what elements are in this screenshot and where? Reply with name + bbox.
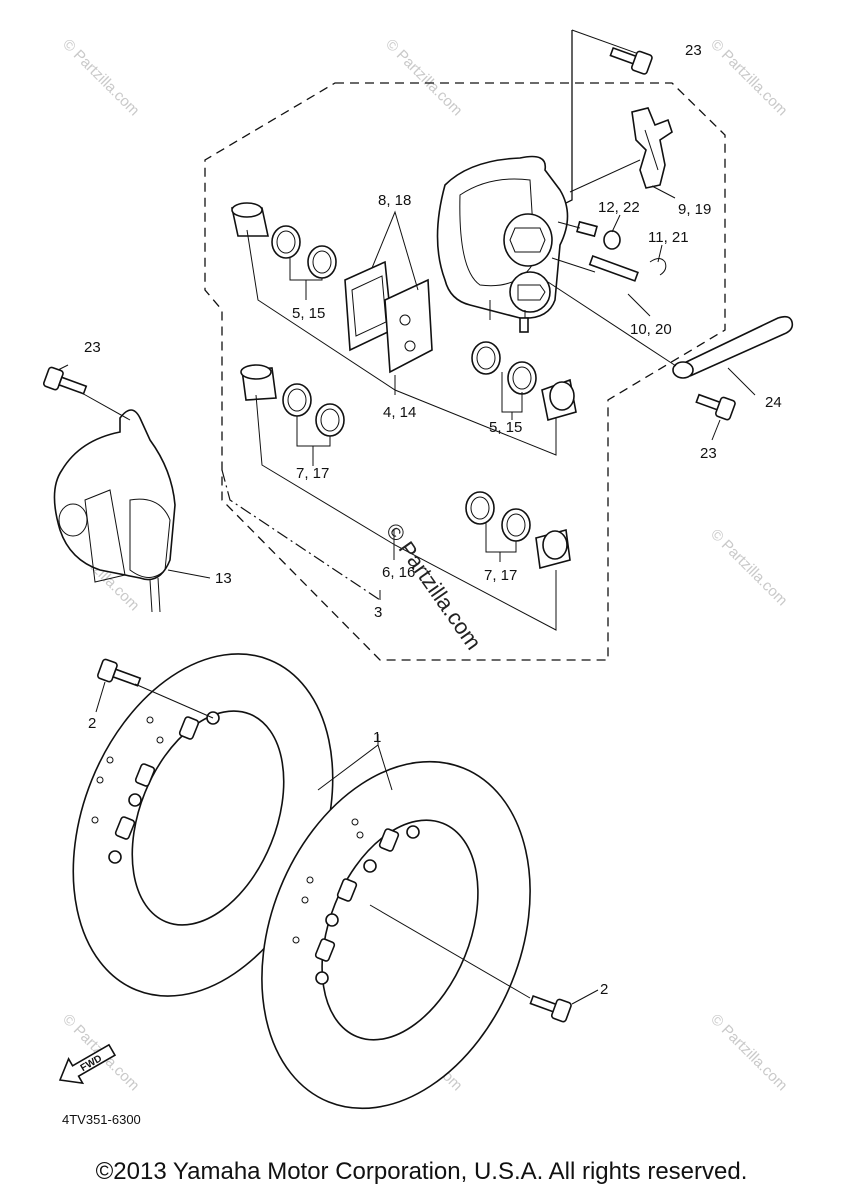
callout-label: 5, 15 [489, 419, 522, 436]
bolt-icon [609, 46, 653, 75]
leader-line [547, 281, 677, 367]
bolt-icon [96, 658, 142, 687]
watermark: © Partzilla.com [59, 36, 142, 119]
caliper-assembly-boundary [204, 82, 726, 661]
leader-line [57, 364, 69, 371]
watermark: © Partzilla.com [382, 36, 465, 119]
callout-label: 11, 21 [648, 229, 689, 246]
leader-line [571, 989, 599, 1005]
watermark: © Partzilla.com [707, 526, 790, 609]
leader-line [485, 522, 517, 553]
pad-pin-icon [588, 255, 667, 282]
brake-caliper-left [53, 409, 176, 613]
leader-line [727, 367, 756, 396]
piston-seal-icon [471, 341, 501, 375]
leader-line [371, 210, 419, 291]
fwd-label: FWD [79, 1053, 104, 1074]
callout-label: 23 [685, 42, 702, 59]
bolt-icon [529, 994, 572, 1023]
leader-line [134, 683, 214, 719]
leader-line [369, 904, 531, 999]
callout-label: 6, 16 [382, 564, 415, 581]
brake-pad-icon [384, 278, 433, 374]
bleed-screw-icon [576, 220, 621, 250]
leader-line [95, 681, 106, 713]
dust-seal-icon [315, 403, 345, 437]
callout-label: 9, 19 [678, 201, 711, 218]
callout-label: 1 [373, 729, 381, 746]
piston-icon [535, 528, 571, 570]
callout-label: 2 [600, 981, 608, 998]
callout-label: 23 [84, 339, 101, 356]
leader-line [651, 185, 676, 199]
callout-label: 4, 14 [383, 404, 416, 421]
leader-line [711, 419, 721, 441]
watermark-center: © Partzilla.com [381, 519, 487, 655]
dust-seal-icon [307, 245, 337, 279]
dust-seal-icon [501, 508, 531, 542]
brake-disc-icon [261, 760, 531, 1110]
callout-label: 3 [374, 604, 382, 621]
callout-label: 2 [88, 715, 96, 732]
callout-label: 12, 22 [598, 199, 640, 216]
leader-line [569, 159, 641, 193]
leader-line [551, 257, 596, 273]
watermark: © Partzilla.com [707, 36, 790, 119]
callout-label: 8, 18 [378, 192, 411, 209]
callout-label: 13 [215, 570, 232, 587]
bolt-icon [42, 366, 88, 395]
callout-label: 10, 20 [630, 321, 672, 338]
leader-line [611, 214, 621, 233]
callout-label: 7, 17 [484, 567, 517, 584]
part-number: 4TV351-6300 [62, 1112, 141, 1127]
leader-line [255, 394, 557, 631]
leader-line [557, 221, 581, 229]
leader-line [657, 244, 663, 263]
brake-disc-icon [72, 653, 334, 997]
copyright-notice: ©2013 Yamaha Motor Corporation, U.S.A. A… [95, 1158, 748, 1185]
leader-line [221, 469, 381, 601]
piston-seal-icon [465, 491, 495, 525]
leader-line [167, 569, 211, 579]
pad-spring-icon [631, 107, 673, 189]
dust-seal-icon [507, 361, 537, 395]
leader-line [79, 391, 131, 421]
brake-hose-icon [672, 315, 794, 379]
callout-label: 7, 17 [296, 465, 329, 482]
leader-line [627, 293, 651, 317]
piston-icon [240, 364, 277, 401]
callout-label: 23 [700, 445, 717, 462]
brake-caliper-right [436, 155, 569, 333]
bolt-icon [695, 393, 736, 421]
piston-seal-icon [271, 225, 301, 259]
watermark: © Partzilla.com [707, 1011, 790, 1094]
callout-label: 5, 15 [292, 305, 325, 322]
piston-icon [541, 378, 577, 422]
piston-icon [231, 202, 269, 237]
callout-label: 24 [765, 394, 782, 411]
piston-seal-icon [282, 383, 312, 417]
